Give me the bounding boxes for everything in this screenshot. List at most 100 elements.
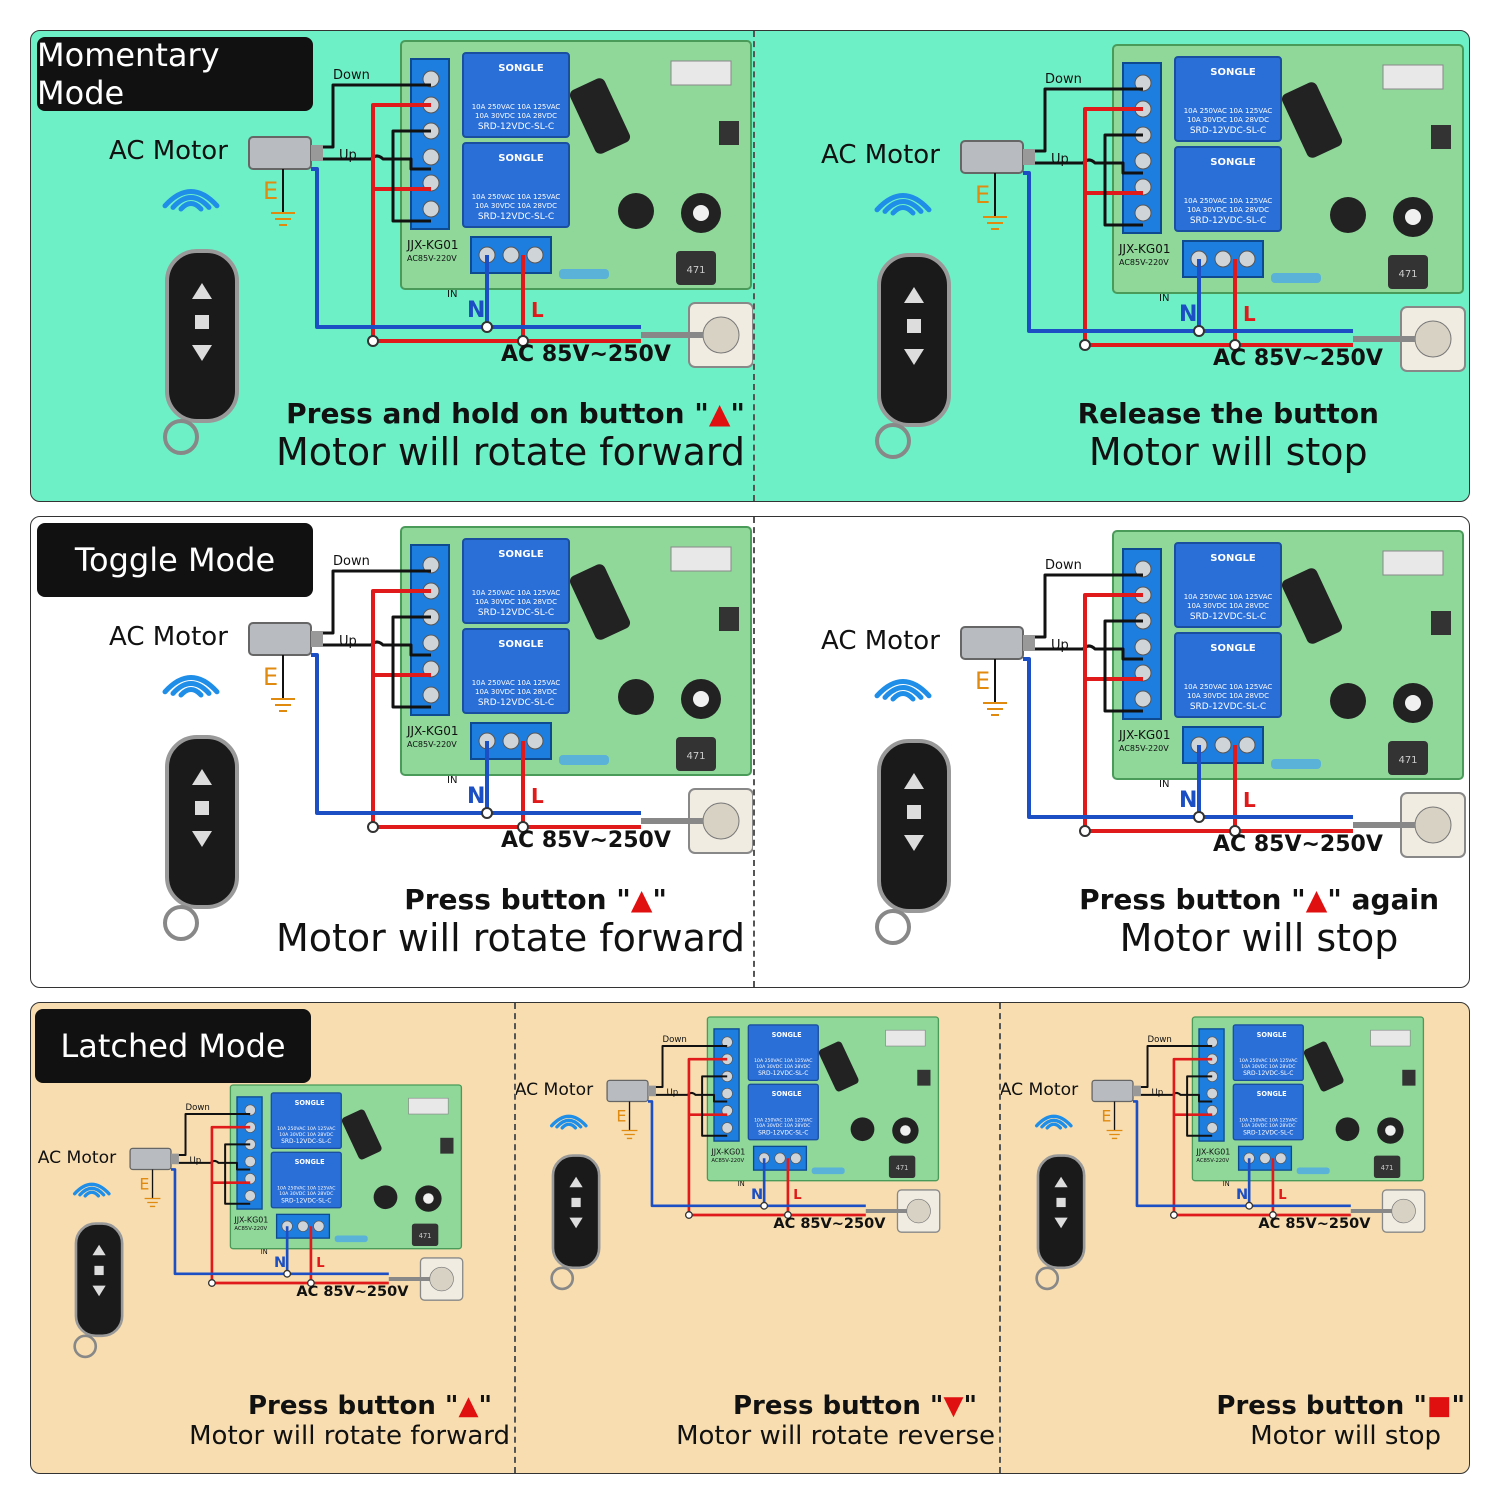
- motor-body: [606, 1079, 649, 1103]
- wire-junction: [1193, 811, 1205, 823]
- terminal-screw: [1206, 1036, 1218, 1048]
- capacitor: [850, 1117, 875, 1142]
- wire-junction: [207, 1279, 216, 1287]
- power-plug: [702, 802, 740, 840]
- caption-bold: Press and hold on button "▲": [286, 397, 745, 430]
- motor-label: AC Motor: [516, 1080, 594, 1100]
- up-label: Up: [1051, 638, 1069, 653]
- relay-spec: 10A 30VDC 10A 28VDC: [756, 1123, 810, 1129]
- wire-link: [224, 1143, 251, 1205]
- relay-spec: 10A 250VAC 10A 125VAC: [1239, 1058, 1297, 1064]
- wire-link: [701, 1075, 728, 1137]
- wire-junction: [1245, 1201, 1254, 1210]
- earth-icon: [144, 1197, 161, 1208]
- power-plug: [702, 316, 740, 354]
- input-label: IN: [1159, 293, 1169, 304]
- motor-body: [960, 140, 1024, 174]
- down-label: Down: [186, 1103, 210, 1113]
- resistor: [1271, 273, 1321, 283]
- terminal-screw: [422, 148, 440, 166]
- relay-body: [1232, 1024, 1304, 1082]
- power-plug: [1391, 1198, 1416, 1224]
- relay-brand: SONGLE: [1210, 67, 1256, 78]
- wireless-signal-icon: [549, 1114, 588, 1130]
- board-model: JJX-KG01: [1118, 242, 1170, 256]
- live-label: L: [316, 1256, 325, 1271]
- down-label: Down: [663, 1035, 687, 1045]
- board-range: AC85V-220V: [1119, 258, 1169, 267]
- wire-red: [210, 1125, 389, 1285]
- neutral-label: N: [1236, 1187, 1248, 1203]
- relay-spec: 10A 250VAC 10A 125VAC: [1239, 1117, 1297, 1123]
- divider: [753, 517, 755, 987]
- terminal-screw: [526, 732, 544, 750]
- relay-brand: SONGLE: [498, 153, 544, 164]
- button-switch: [1431, 125, 1451, 149]
- board-model: JJX-KG01: [233, 1215, 268, 1224]
- terminal-screw: [1134, 638, 1152, 656]
- wireless-signal-icon: [874, 679, 932, 702]
- down-label: Down: [1045, 558, 1082, 573]
- resistor: [559, 755, 609, 765]
- relay-model: SRD-12VDC-SL-C: [758, 1070, 808, 1077]
- capacitor: [373, 1185, 398, 1210]
- wire-link: [391, 615, 431, 709]
- board-range: AC85V-220V: [1119, 744, 1169, 753]
- up-label: Up: [189, 1156, 201, 1166]
- relay-body: [1174, 56, 1282, 142]
- capacitor-top: [1405, 209, 1421, 225]
- down-label: Down: [1148, 1035, 1172, 1045]
- terminal-screw: [1206, 1087, 1218, 1100]
- divider: [753, 31, 755, 501]
- inductor: [1388, 255, 1428, 289]
- inductor-label: 471: [1398, 269, 1417, 280]
- wire-junction: [783, 1211, 792, 1219]
- live-label: L: [1278, 1188, 1287, 1203]
- motor-shaft: [1023, 149, 1035, 165]
- terminal-screw: [774, 1152, 786, 1164]
- wire-junction: [283, 1269, 292, 1278]
- wire-junction: [1079, 825, 1091, 837]
- capacitor-top: [1385, 1125, 1396, 1136]
- wireless-signal-icon: [162, 189, 220, 212]
- wire-blue: [1023, 657, 1353, 819]
- terminal-screw: [244, 1104, 256, 1116]
- terminal-screw: [1134, 560, 1152, 578]
- antenna-crystal: [408, 1097, 449, 1115]
- earth-label: E: [263, 663, 278, 691]
- relay-model: SRD-12VDC-SL-C: [281, 1138, 331, 1145]
- wire-junction: [517, 821, 529, 833]
- terminal-screw: [1275, 1152, 1287, 1164]
- terminal-screw: [1214, 736, 1232, 754]
- motor-shaft: [311, 145, 323, 161]
- caption-result: Motor will rotate reverse: [676, 1421, 995, 1451]
- relay-brand: SONGLE: [1257, 1090, 1287, 1098]
- motor-label: AC Motor: [109, 622, 228, 652]
- board-model: JJX-KG01: [1118, 728, 1170, 742]
- wire-red: [1083, 107, 1353, 347]
- power-plug: [1414, 806, 1452, 844]
- voltage-label: AC 85V~250V: [1213, 832, 1383, 857]
- board-range: AC85V-220V: [407, 740, 457, 749]
- wire-junction: [1169, 1211, 1178, 1219]
- resistor: [334, 1235, 368, 1243]
- relay-model: SRD-12VDC-SL-C: [1190, 126, 1266, 136]
- relay-model: SRD-12VDC-SL-C: [1190, 612, 1266, 622]
- resistor: [1271, 759, 1321, 769]
- relay-body: [747, 1024, 819, 1082]
- antenna-coil: [1303, 1041, 1344, 1092]
- relay-brand: SONGLE: [295, 1158, 325, 1166]
- antenna-crystal: [1382, 550, 1444, 576]
- relay-model: SRD-12VDC-SL-C: [478, 698, 554, 708]
- terminal-screw: [1238, 736, 1256, 754]
- relay-body: [747, 1083, 819, 1141]
- wire-junction: [367, 335, 379, 347]
- triangle-up-icon: ▲: [458, 1391, 479, 1421]
